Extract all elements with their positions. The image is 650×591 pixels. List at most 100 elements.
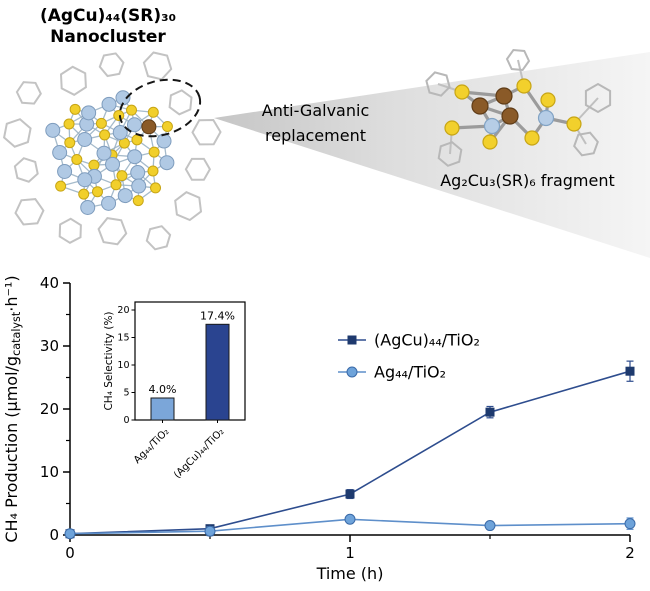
phenyl-ring: [13, 157, 39, 183]
cluster-title: (AgCu)₄₄(SR)₃₀ Nanocluster: [8, 6, 208, 49]
circle-marker: [204, 525, 216, 537]
inset-y-axis-title: CH₄ Selectivity (%): [103, 311, 115, 410]
fragment-illustration: [425, 48, 612, 167]
silver-atom: [52, 145, 68, 161]
square-marker: [625, 366, 635, 376]
silver-atom: [537, 109, 555, 127]
x-tick-label: 1: [345, 544, 355, 562]
legend-circle-marker: [346, 366, 358, 378]
sulfur-atom: [566, 116, 582, 132]
inset-y-tick-label: 15: [117, 333, 129, 344]
scheme-panel: (AgCu)₄₄(SR)₃₀ Nanocluster Anti-Galvanic…: [0, 0, 650, 260]
silver-atom: [156, 133, 172, 149]
square-marker: [345, 489, 355, 499]
inset-bar-chart: 051015204.0%Ag₄₄/TiO₂17.4%(AgCu)₄₄/TiO₂C…: [103, 301, 246, 481]
phenyl-ring: [174, 191, 203, 222]
silver-atom: [127, 149, 143, 165]
sulfur-atom: [454, 84, 470, 100]
silver-atom: [126, 117, 142, 133]
sulfur-atom: [131, 134, 143, 146]
phenyl-ring: [191, 118, 222, 146]
sulfur-atom: [126, 104, 138, 116]
sulfur-atom: [64, 137, 76, 149]
series-ag44-tio2: [64, 513, 636, 540]
y-tick-label: 0: [49, 526, 59, 544]
inset-bar-value-label: 17.4%: [200, 309, 235, 322]
sulfur-atom: [113, 110, 125, 122]
circle-marker: [64, 528, 76, 540]
sulfur-atom: [132, 195, 144, 207]
sulfur-atom: [78, 188, 90, 200]
inset-y-tick-label: 10: [117, 360, 129, 371]
inset-y-tick-label: 20: [117, 305, 129, 316]
y-tick-label: 10: [40, 463, 59, 481]
inset-y-tick-label: 0: [123, 415, 129, 426]
silver-atom: [77, 132, 93, 148]
dashed-highlight-ellipse: [118, 78, 202, 138]
phenyl-ring: [59, 65, 87, 96]
silver-atom: [130, 165, 146, 181]
process-label-line2: replacement: [265, 125, 366, 145]
y-tick-label: 40: [40, 274, 59, 292]
phenyl-ring: [437, 141, 463, 167]
square-marker: [485, 407, 495, 417]
cluster-title-formula: (AgCu)₄₄(SR)₃₀: [39, 6, 177, 26]
sulfur-atom: [116, 170, 128, 182]
sulfur-atom: [99, 129, 111, 141]
fragment-label: Ag₂Cu₃(SR)₆ fragment: [440, 171, 615, 190]
legend-label: Ag₄₄/TiO₂: [374, 363, 446, 382]
sulfur-atom: [161, 120, 173, 132]
sulfur-atom: [482, 134, 498, 150]
copper-atom: [471, 97, 489, 115]
nanocluster-illustration: [3, 51, 222, 251]
inset-bar: [150, 397, 175, 421]
inset-x-category-label: Ag₄₄/TiO₂: [132, 426, 172, 466]
sulfur-atom: [147, 106, 159, 118]
phenyl-ring: [97, 217, 128, 246]
phenyl-ring: [584, 82, 612, 114]
process-label: Anti-Galvanic replacement: [243, 99, 388, 149]
copper-atom: [501, 107, 519, 125]
silver-atom: [117, 188, 133, 204]
scheme-illustration: [3, 48, 650, 258]
sulfur-atom: [147, 165, 159, 177]
silver-atom: [483, 117, 501, 135]
silver-atom: [96, 145, 112, 161]
x-axis-title: Time (h): [316, 564, 384, 583]
sulfur-atom: [63, 118, 75, 130]
sulfur-atom: [540, 92, 556, 108]
copper-atom: [495, 87, 513, 105]
replacement-cone: [214, 52, 650, 258]
silver-atom: [80, 199, 96, 215]
sulfur-atom: [69, 103, 81, 115]
circle-marker: [344, 513, 356, 525]
inset-bar: [205, 323, 230, 421]
circle-marker: [624, 518, 636, 530]
sulfur-atom: [110, 179, 122, 191]
x-tick-label: 0: [65, 544, 75, 562]
silver-atom: [112, 125, 128, 141]
inset-bar-value-label: 4.0%: [149, 383, 177, 396]
x-tick-label: 2: [625, 544, 635, 562]
sulfur-atom: [148, 146, 160, 158]
sulfur-atom: [444, 120, 460, 136]
sulfur-atom: [95, 117, 107, 129]
silver-atom: [45, 122, 61, 138]
y-tick-label: 30: [40, 337, 59, 355]
sulfur-atom: [91, 186, 103, 198]
phenyl-ring: [3, 118, 32, 148]
phenyl-ring: [145, 225, 172, 251]
copper-atom: [141, 119, 157, 135]
cluster-title-word: Nanocluster: [50, 27, 166, 48]
process-label-line1: Anti-Galvanic: [261, 101, 370, 120]
phenyl-ring: [98, 52, 125, 78]
phenyl-ring: [58, 217, 82, 244]
phenyl-ring: [184, 157, 212, 181]
phenyl-ring: [425, 71, 451, 97]
phenyl-ring: [15, 81, 42, 105]
phenyl-ring: [14, 198, 45, 226]
silver-atom: [101, 96, 117, 112]
